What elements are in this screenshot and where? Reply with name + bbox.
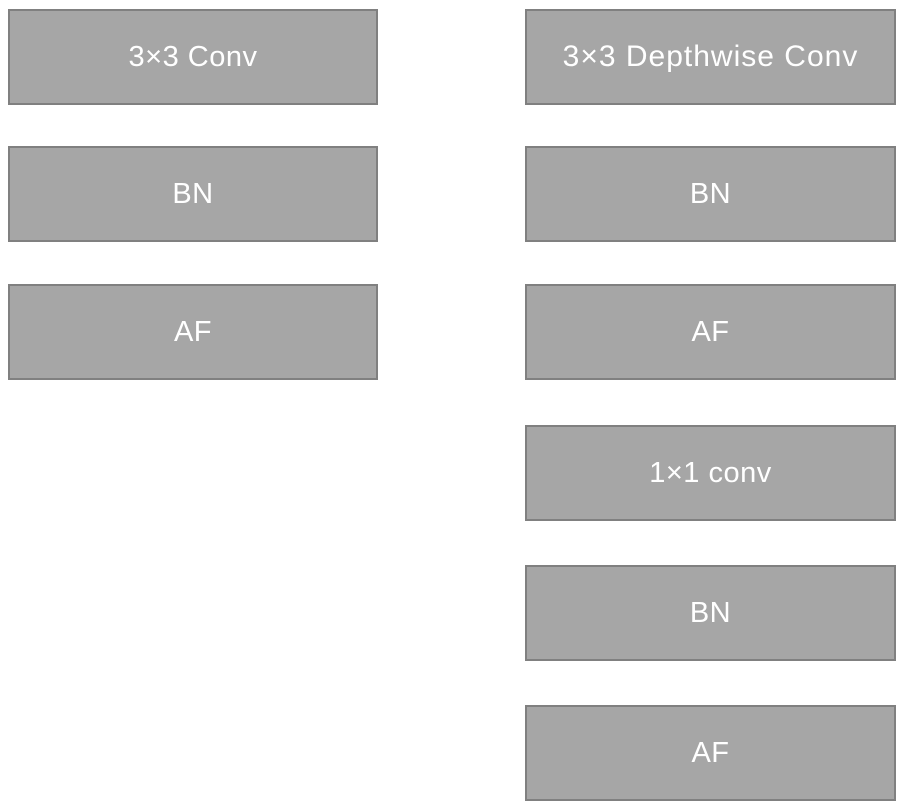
block-label: AF bbox=[173, 315, 213, 348]
block-3x3-conv[interactable]: 3×3 Conv bbox=[8, 9, 378, 105]
block-label: AF bbox=[691, 315, 730, 348]
block-af-2[interactable]: AF bbox=[525, 705, 896, 801]
block-3x3-depthwise-conv[interactable]: 3×3 Depthwise Conv bbox=[525, 9, 896, 105]
block-af-1[interactable]: AF bbox=[8, 284, 378, 380]
block-bn-1[interactable]: BN bbox=[525, 146, 896, 242]
block-label: AF bbox=[691, 736, 730, 769]
block-bn-2[interactable]: BN bbox=[525, 565, 896, 661]
block-label: BN bbox=[689, 596, 732, 629]
block-label: 3×3 Depthwise Conv bbox=[562, 40, 859, 73]
block-label: 3×3 Conv bbox=[128, 40, 258, 73]
block-label: BN bbox=[172, 177, 214, 210]
standard-convolution-column: 3×3 Conv BN AF bbox=[0, 0, 420, 812]
block-label: BN bbox=[689, 177, 732, 210]
block-af-1[interactable]: AF bbox=[525, 284, 896, 380]
depthwise-separable-convolution-column: 3×3 Depthwise Conv BN AF 1×1 conv BN AF bbox=[505, 0, 905, 812]
block-bn-1[interactable]: BN bbox=[8, 146, 378, 242]
block-label: 1×1 conv bbox=[649, 456, 772, 489]
block-1x1-conv[interactable]: 1×1 conv bbox=[525, 425, 896, 521]
